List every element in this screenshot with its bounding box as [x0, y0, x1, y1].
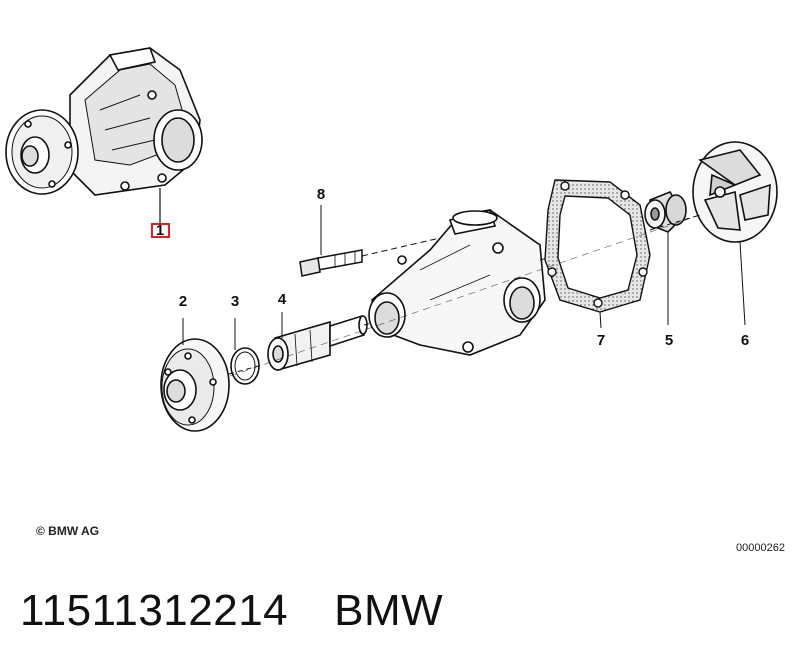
circlip[interactable]	[228, 318, 263, 385]
assembly-axis-line	[229, 214, 701, 377]
callout-1[interactable]: 1	[151, 222, 170, 239]
callout-3: 3	[231, 293, 239, 310]
callout-2: 2	[179, 293, 187, 310]
exploded-parts-diagram: 1 8 2 3 4	[5, 47, 778, 432]
bearing-shaft[interactable]	[267, 312, 385, 372]
pump-housing[interactable]	[368, 209, 561, 356]
seal[interactable]	[644, 191, 687, 325]
copyright-notice: © BMW AG	[36, 524, 100, 538]
part-caption: 11511312214 BMW	[20, 586, 443, 636]
diagram-reference-number: 00000262	[736, 542, 785, 554]
part-number: 11511312214	[20, 586, 289, 635]
water-pump-assembly[interactable]	[5, 47, 203, 224]
callout-1-label: 1	[156, 222, 164, 239]
hub-flange[interactable]	[160, 318, 230, 432]
callout-7: 7	[597, 332, 605, 349]
callout-1-highlight	[151, 223, 170, 238]
impeller[interactable]	[649, 141, 778, 326]
callout-6: 6	[741, 332, 749, 349]
bolt[interactable]	[299, 205, 441, 277]
brand-name: BMW	[334, 586, 444, 635]
callout-5: 5	[665, 332, 673, 349]
callout-8: 8	[317, 186, 325, 203]
gasket[interactable]	[544, 179, 651, 329]
callout-4: 4	[278, 291, 287, 308]
